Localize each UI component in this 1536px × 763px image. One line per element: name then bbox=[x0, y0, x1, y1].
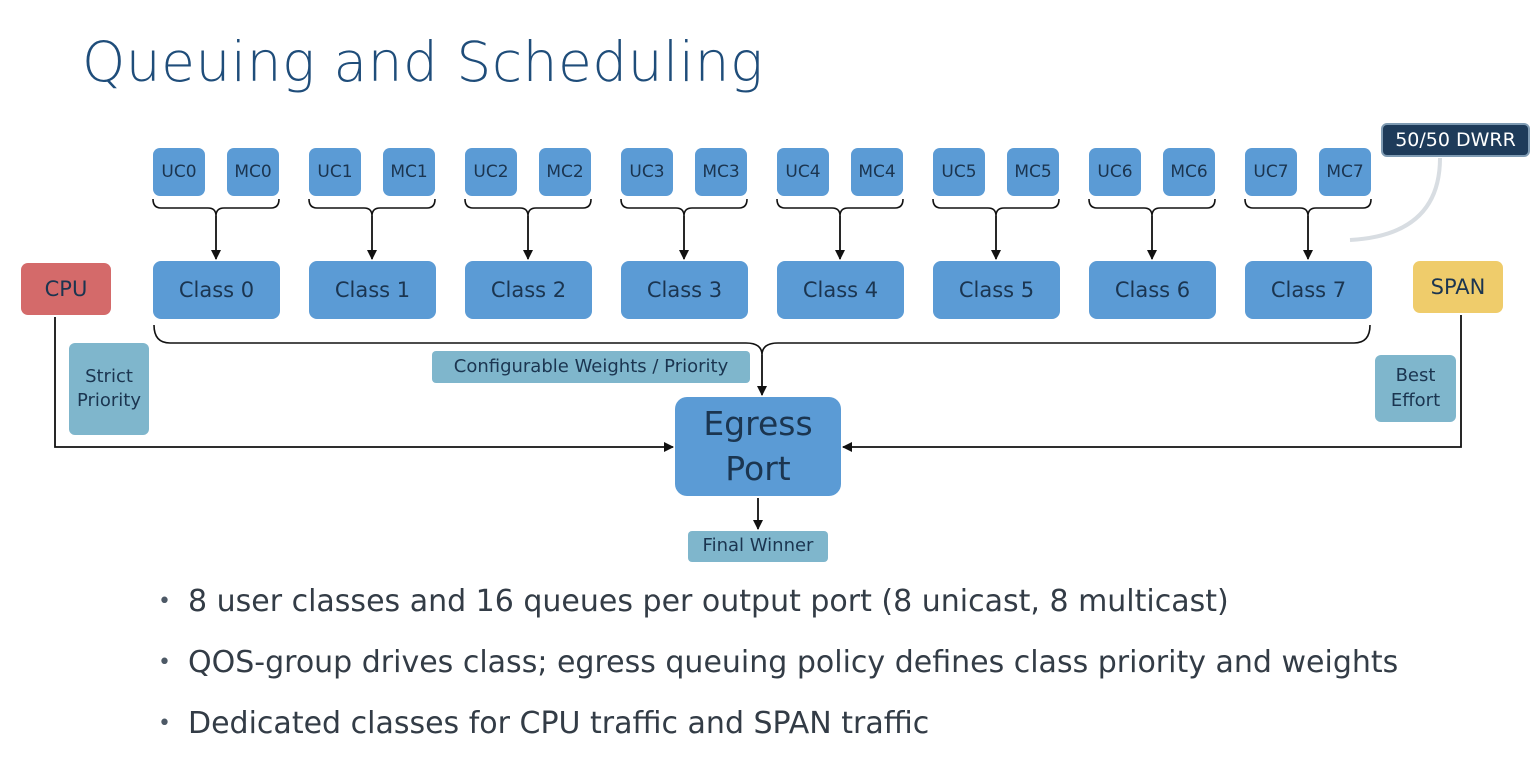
unicast-queue-1: UC1 bbox=[309, 148, 361, 196]
unicast-queue-4: UC4 bbox=[777, 148, 829, 196]
unicast-queue-2: UC2 bbox=[465, 148, 517, 196]
unicast-queue-0: UC0 bbox=[153, 148, 205, 196]
dwrr-callout: 50/50 DWRR bbox=[1381, 123, 1530, 157]
queue-brace-4 bbox=[776, 198, 904, 217]
cpu-class-box: CPU bbox=[21, 263, 111, 315]
span-arrow bbox=[842, 315, 1462, 452]
bullet-item: QOS-group drives class; egress queuing p… bbox=[158, 641, 1398, 702]
multicast-queue-1: MC1 bbox=[383, 148, 435, 196]
class-box-0: Class 0 bbox=[153, 261, 280, 319]
multicast-queue-2: MC2 bbox=[539, 148, 591, 196]
queue-brace-2 bbox=[464, 198, 592, 217]
multicast-queue-3: MC3 bbox=[695, 148, 747, 196]
span-class-box: SPAN bbox=[1413, 261, 1503, 313]
bullet-list: 8 user classes and 16 queues per output … bbox=[158, 580, 1398, 763]
unicast-queue-3: UC3 bbox=[621, 148, 673, 196]
unicast-queue-5: UC5 bbox=[933, 148, 985, 196]
queue-brace-3 bbox=[620, 198, 748, 217]
multicast-queue-0: MC0 bbox=[227, 148, 279, 196]
class-box-1: Class 1 bbox=[309, 261, 436, 319]
cpu-arrow bbox=[54, 317, 674, 452]
bullet-item: 8 user classes and 16 queues per output … bbox=[158, 580, 1398, 641]
dwrr-callout-curve bbox=[1349, 157, 1442, 242]
unicast-queue-7: UC7 bbox=[1245, 148, 1297, 196]
class-box-5: Class 5 bbox=[933, 261, 1060, 319]
multicast-queue-7: MC7 bbox=[1319, 148, 1371, 196]
class-box-6: Class 6 bbox=[1089, 261, 1216, 319]
queue-brace-7 bbox=[1244, 198, 1372, 217]
class-box-3: Class 3 bbox=[621, 261, 748, 319]
queue-brace-1 bbox=[308, 198, 436, 217]
queue-brace-0 bbox=[152, 198, 280, 217]
multicast-queue-6: MC6 bbox=[1163, 148, 1215, 196]
queue-brace-5 bbox=[932, 198, 1060, 217]
configurable-weights-label: Configurable Weights / Priority bbox=[432, 351, 750, 383]
class-box-4: Class 4 bbox=[777, 261, 904, 319]
unicast-queue-6: UC6 bbox=[1089, 148, 1141, 196]
bullet-item: Dedicated classes for CPU traffic and SP… bbox=[158, 702, 1398, 763]
class-brace bbox=[153, 324, 1371, 356]
page-title: Queuing and Scheduling bbox=[82, 30, 764, 94]
class-box-2: Class 2 bbox=[465, 261, 592, 319]
multicast-queue-5: MC5 bbox=[1007, 148, 1059, 196]
class-box-7: Class 7 bbox=[1245, 261, 1372, 319]
multicast-queue-4: MC4 bbox=[851, 148, 903, 196]
queue-brace-6 bbox=[1088, 198, 1216, 217]
final-winner-label: Final Winner bbox=[688, 531, 828, 562]
